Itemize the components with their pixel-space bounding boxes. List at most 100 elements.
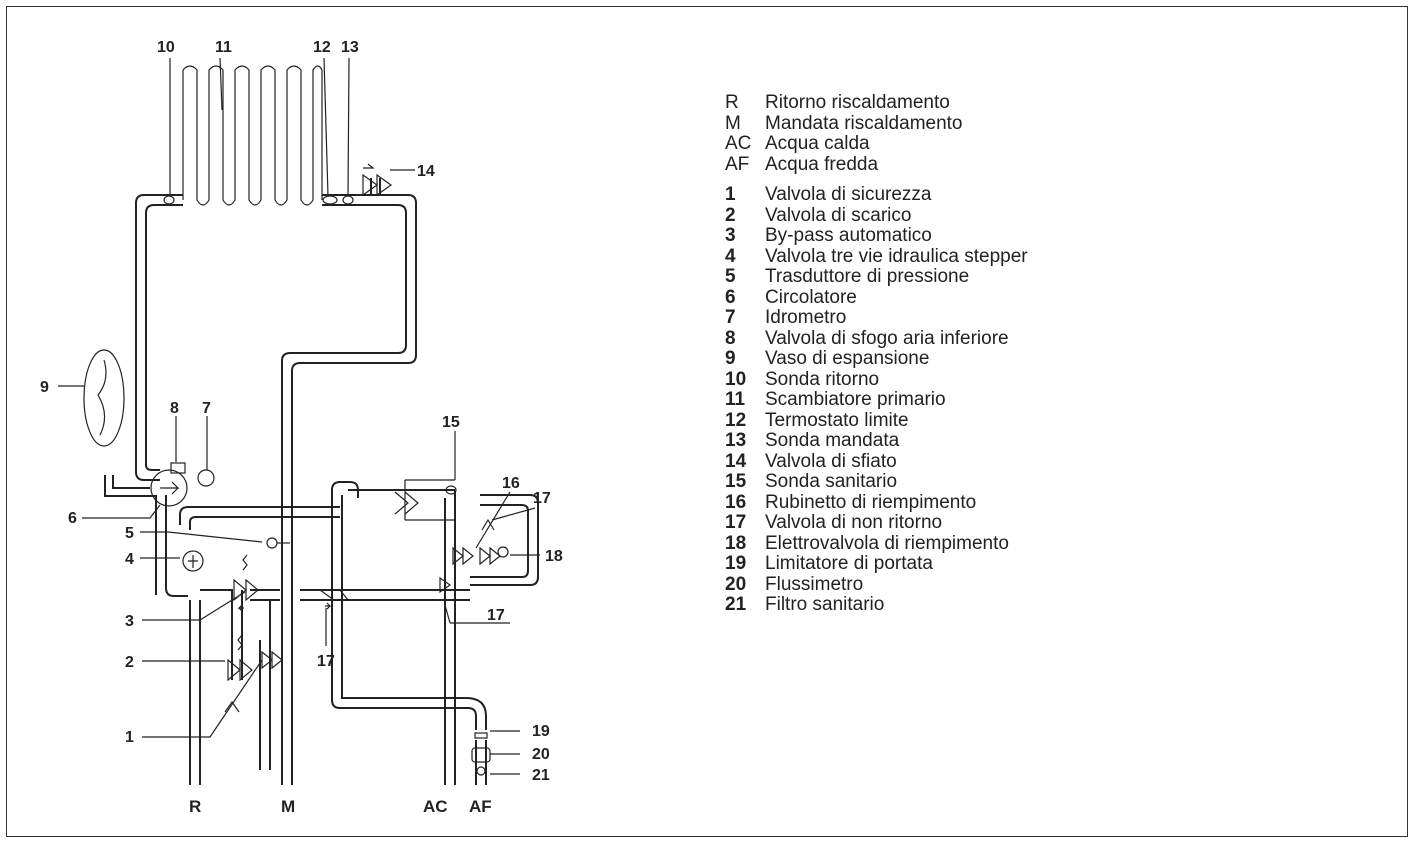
legend-key: 21: [725, 594, 747, 615]
legend-label: Limitatore di portata: [765, 553, 933, 574]
legend-label: By-pass automatico: [765, 225, 932, 246]
callout-1: 1: [125, 729, 134, 746]
heating-pipes: [104, 178, 470, 785]
legend-label: Sonda ritorno: [765, 368, 880, 390]
legend-key: 11: [725, 389, 746, 410]
legend-label: Trasduttore di pressione: [765, 266, 970, 287]
legend-label: Valvola di sfiato: [765, 450, 897, 472]
callout-8: 8: [170, 400, 179, 417]
legend-item: 12 Termostato limite: [725, 409, 1028, 432]
leader-lines: [58, 57, 540, 775]
legend-item: 21 Filtro sanitario: [725, 594, 1028, 616]
legend-key: 19: [725, 553, 747, 574]
legend-item: 2 Valvola di scarico: [725, 204, 1028, 227]
legend-label: Scambiatore primario: [765, 389, 946, 410]
legend-item: 13 Sonda mandata: [725, 430, 1028, 452]
legend-item: 3 By-pass automatico: [725, 225, 1028, 247]
legend-item: 17 Valvola di non ritorno: [725, 512, 1028, 534]
legend-key: 17: [725, 512, 747, 533]
legend-label: Idrometro: [765, 307, 847, 328]
callout-17-upper: 17: [533, 490, 551, 507]
callout-numbers: 10 11 12 13 14 9 8 7 15 16 17 6 5 18 4 3…: [40, 39, 563, 784]
legend-key: 16: [725, 491, 747, 513]
legend-label: Filtro sanitario: [765, 594, 885, 615]
connection-labels: R M AC AF: [189, 797, 492, 816]
legend-key: 9: [725, 348, 736, 369]
label-af: AF: [469, 797, 492, 816]
legend-key: 12: [725, 409, 747, 431]
legend-item: AC Acqua calda: [725, 133, 1028, 155]
legend-label: Valvola di non ritorno: [765, 512, 943, 533]
callout-17-right: 17: [487, 607, 505, 624]
figure-frame: [6, 6, 1408, 837]
legend-item: R Ritorno riscaldamento: [725, 92, 1028, 114]
legend-key: 18: [725, 532, 747, 554]
legend-label: Valvola di scarico: [765, 204, 912, 226]
legend-label: Flussimetro: [765, 573, 864, 595]
legend-label: Valvola di sfogo aria inferiore: [765, 327, 1009, 349]
legend-label: Termostato limite: [765, 409, 909, 431]
primary-heat-exchanger: [182, 65, 323, 206]
legend-label: Sonda sanitario: [765, 471, 898, 492]
legend-key: R: [725, 92, 739, 113]
legend-key: 3: [725, 225, 736, 246]
legend-label: Sonda mandata: [765, 430, 900, 451]
callout-13: 13: [341, 39, 359, 56]
legend-key: 1: [725, 184, 736, 205]
callout-9: 9: [40, 379, 49, 396]
label-r: R: [189, 797, 201, 816]
legend-label: Ritorno riscaldamento: [765, 92, 950, 113]
legend-key: 13: [725, 430, 747, 451]
legend-key: 15: [725, 471, 747, 492]
legend-item: 11 Scambiatore primario: [725, 389, 1028, 411]
legend-item: 7 Idrometro: [725, 307, 1028, 329]
label-ac: AC: [423, 797, 448, 816]
legend-item: 15 Sonda sanitario: [725, 471, 1028, 493]
legend-label: Valvola tre vie idraulica stepper: [765, 245, 1028, 267]
callout-10: 10: [157, 39, 175, 56]
callout-4: 4: [125, 551, 134, 568]
legend-item: AF Acqua fredda: [725, 153, 1028, 176]
legend-label: Circolatore: [765, 286, 857, 308]
callout-3: 3: [125, 613, 134, 630]
legend-label: Acqua fredda: [765, 153, 879, 175]
callout-12: 12: [313, 39, 331, 56]
legend-key: 14: [725, 450, 747, 472]
legend-key: AF: [725, 153, 750, 175]
domestic-pipes: [331, 479, 539, 785]
legend-key: 7: [725, 307, 736, 328]
callout-17-middle: 17: [317, 653, 335, 670]
legend-label: Acqua calda: [765, 133, 870, 154]
legend-key: 5: [725, 266, 736, 287]
callout-18: 18: [545, 548, 563, 565]
legend-item: 4 Valvola tre vie idraulica stepper: [725, 245, 1028, 268]
callout-16: 16: [502, 475, 520, 492]
legend-item: 14 Valvola di sfiato: [725, 450, 1028, 473]
legend-key: 10: [725, 368, 747, 390]
legend-item: 19 Limitatore di portata: [725, 553, 1028, 575]
callout-14: 14: [417, 163, 435, 180]
callout-20: 20: [532, 746, 550, 763]
legend-key: 2: [725, 204, 736, 226]
legend-key: 6: [725, 286, 736, 308]
legend-item: 5 Trasduttore di pressione: [725, 266, 1028, 288]
legend-item: 6 Circolatore: [725, 286, 1028, 309]
callout-6: 6: [68, 510, 77, 527]
legend-key: AC: [725, 133, 752, 154]
callout-21: 21: [532, 767, 550, 784]
legend-label: Vaso di espansione: [765, 348, 930, 369]
callout-19: 19: [532, 723, 550, 740]
callout-15: 15: [442, 414, 460, 431]
legend-key: 4: [725, 245, 736, 267]
callout-2: 2: [125, 654, 134, 671]
callout-11: 11: [215, 39, 232, 56]
